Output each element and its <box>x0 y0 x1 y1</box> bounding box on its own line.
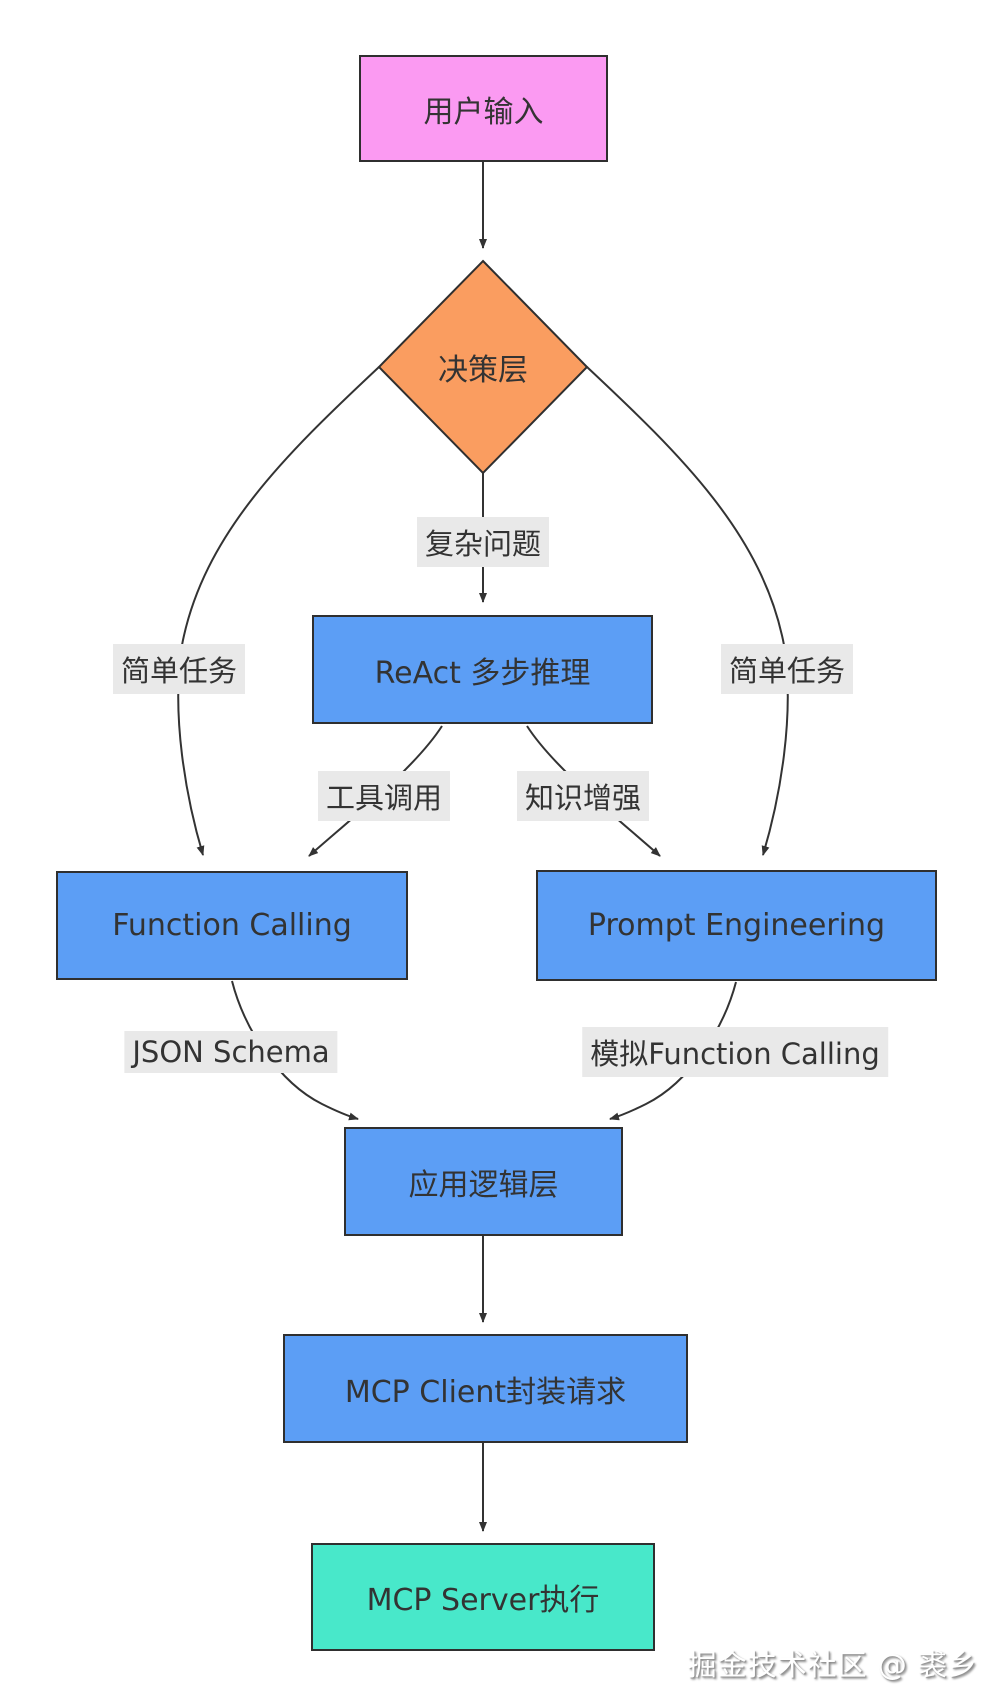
node-user-input-label: 用户输入 <box>423 94 544 130</box>
node-mcp-client: MCP Client封装请求 <box>283 1334 688 1443</box>
node-prompt-engineering: Prompt Engineering <box>536 870 937 981</box>
edge-function-calling-to-app-logic <box>231 980 359 1121</box>
edge-decision-to-function-calling <box>177 366 380 856</box>
node-user-input: 用户输入 <box>359 55 608 162</box>
node-mcp-server: MCP Server执行 <box>311 1543 655 1651</box>
node-function-calling: Function Calling <box>56 871 408 980</box>
edge-label-knowledge-enhance: 知识增强 <box>516 771 650 821</box>
node-mcp-client-label: MCP Client封装请求 <box>344 1374 627 1410</box>
edge-prompt-engineering-to-app-logic <box>609 981 737 1121</box>
node-react-label: ReAct 多步推理 <box>374 655 591 691</box>
edge-label-simple-task-right: 简单任务 <box>720 644 854 694</box>
edge-decision-to-prompt-engineering <box>586 366 789 856</box>
node-prompt-engineering-label: Prompt Engineering <box>587 908 886 943</box>
edge-label-simulate-function-calling: 模拟Function Calling <box>582 1027 888 1077</box>
edge-label-json-schema: JSON Schema <box>124 1031 338 1073</box>
decision-diamond-shape <box>377 259 589 475</box>
edge-label-complex-problem: 复杂问题 <box>416 517 550 567</box>
node-decision-label: 决策层 <box>438 353 528 388</box>
edge-label-tool-call: 工具调用 <box>317 771 451 821</box>
node-app-logic-label: 应用逻辑层 <box>408 1167 559 1203</box>
node-react: ReAct 多步推理 <box>312 615 653 724</box>
edge-label-simple-task-left: 简单任务 <box>112 644 246 694</box>
node-function-calling-label: Function Calling <box>112 908 352 943</box>
watermark: 掘金技术社区 @ 裘乡 <box>687 1648 978 1682</box>
node-app-logic: 应用逻辑层 <box>344 1127 623 1236</box>
node-mcp-server-label: MCP Server执行 <box>366 1583 600 1618</box>
